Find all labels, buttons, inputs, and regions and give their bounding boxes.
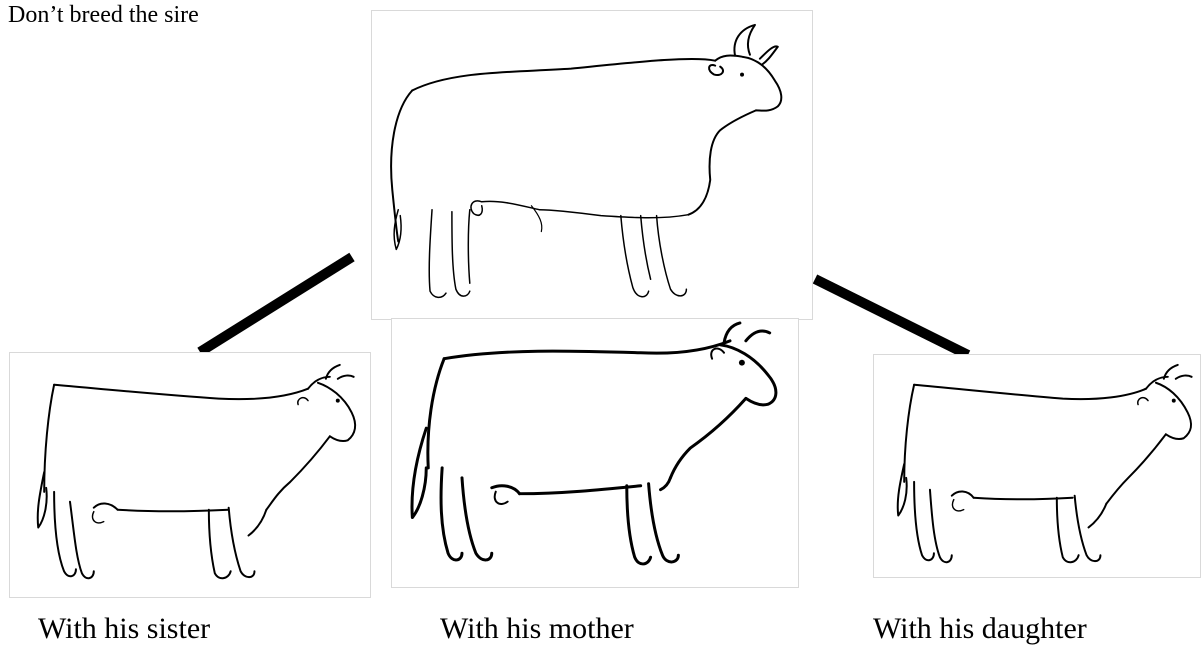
caption-sister: With his sister — [38, 612, 211, 645]
connector-daughter — [812, 274, 971, 360]
cow-drawing — [896, 363, 1193, 564]
cow-drawing — [36, 363, 357, 580]
caption-mother: With his mother — [440, 612, 634, 645]
caption-daughter: With his daughter — [873, 612, 1087, 645]
daughter-cow-panel — [873, 354, 1201, 578]
mother-cow-panel — [391, 318, 799, 588]
cow-drawing — [410, 321, 778, 566]
sister-cow-panel — [9, 352, 371, 598]
page-title: Don’t breed the sire — [8, 2, 199, 28]
sire-bull-panel — [371, 10, 813, 320]
bull-drawing — [390, 23, 783, 299]
connector-sister — [197, 252, 355, 357]
